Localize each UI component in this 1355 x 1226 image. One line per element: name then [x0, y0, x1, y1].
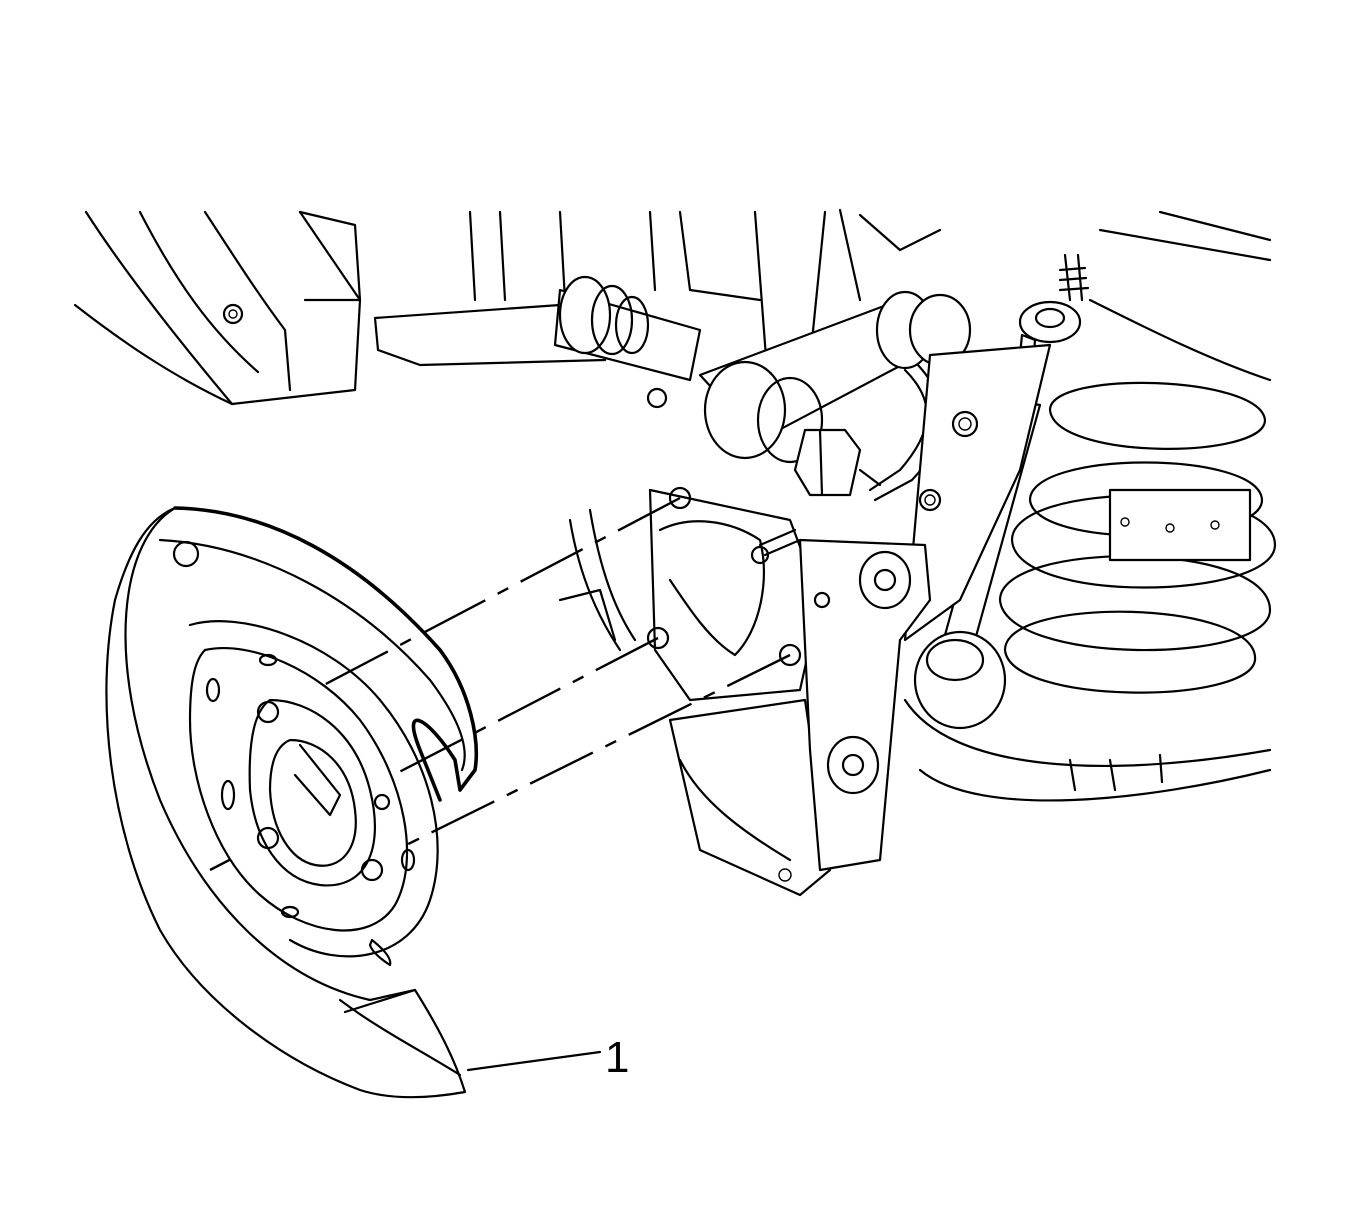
wheel-well-panel — [73, 210, 362, 406]
lower-control-arm — [903, 343, 1272, 802]
callout-1-leader-line — [466, 1050, 602, 1072]
upper-control-link — [553, 275, 702, 409]
brake-shield — [105, 506, 479, 1099]
callout-1: 1 — [466, 1033, 629, 1082]
crossmember — [373, 210, 607, 367]
coil-spring — [998, 210, 1277, 694]
trailing-link — [698, 208, 972, 497]
callout-1-label: 1 — [605, 1033, 629, 1082]
knuckle — [558, 486, 932, 897]
